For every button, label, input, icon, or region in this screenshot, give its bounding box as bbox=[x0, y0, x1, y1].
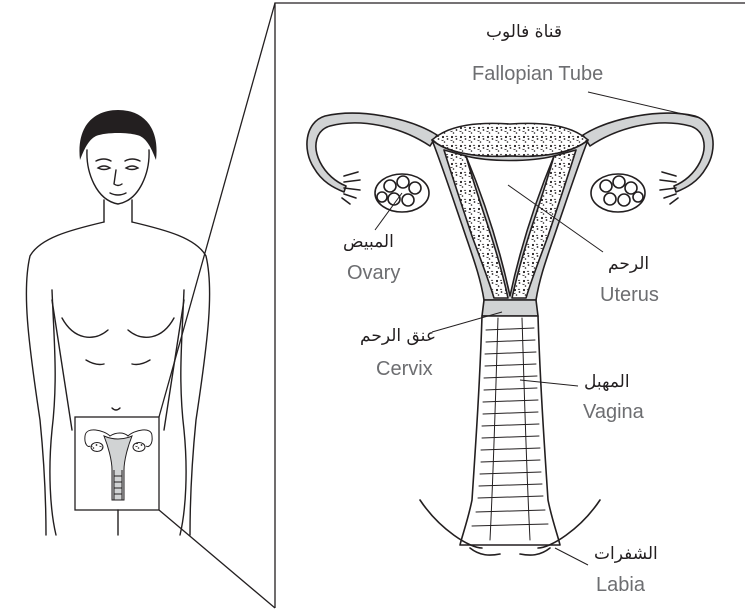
right-eyebrow bbox=[125, 159, 140, 161]
rib-line-left bbox=[86, 360, 104, 365]
nose bbox=[114, 170, 122, 186]
mini-organs bbox=[85, 430, 152, 500]
label-uterus-ar: الرحم bbox=[608, 254, 649, 274]
left-breast bbox=[62, 318, 108, 337]
mini-ovary-left bbox=[91, 443, 103, 452]
mouth bbox=[110, 193, 126, 195]
mini-tube-right-end bbox=[146, 436, 152, 447]
fimbriae-left bbox=[342, 172, 360, 204]
label-vagina-ar: المهبل bbox=[584, 372, 630, 392]
leader-labia bbox=[555, 548, 588, 565]
mini-tubes bbox=[85, 430, 152, 436]
rib-line-right bbox=[132, 360, 150, 365]
right-arm-outer bbox=[132, 222, 210, 535]
label-labia-ar: الشفرات bbox=[594, 544, 658, 564]
left-arm-outer bbox=[26, 222, 104, 535]
label-ovary-ar: المبيض bbox=[343, 232, 394, 252]
face bbox=[87, 150, 149, 204]
label-vagina-en: Vagina bbox=[583, 401, 644, 424]
label-cervix-en: Cervix bbox=[376, 358, 433, 381]
mini-uterus bbox=[104, 436, 132, 500]
label-cervix-ar: عنق الرحم bbox=[360, 326, 436, 346]
right-torso bbox=[180, 290, 186, 535]
mini-tube-left-end bbox=[85, 436, 90, 447]
right-breast bbox=[128, 318, 174, 337]
hair bbox=[79, 110, 156, 160]
zoom-connector-top bbox=[159, 3, 275, 417]
left-torso bbox=[50, 290, 56, 535]
label-fallopian-tube-ar: قناة فالوب bbox=[486, 22, 562, 42]
label-uterus-en: Uterus bbox=[600, 284, 659, 307]
mini-ovary-right bbox=[133, 443, 145, 452]
label-ovary-en: Ovary bbox=[347, 262, 400, 285]
left-eyebrow bbox=[96, 159, 111, 161]
label-fallopian-tube-en: Fallopian Tube bbox=[472, 63, 603, 86]
right-eye bbox=[126, 166, 138, 170]
navel bbox=[112, 408, 120, 410]
fimbriae-right bbox=[660, 172, 678, 204]
cervix bbox=[482, 300, 538, 316]
label-labia-en: Labia bbox=[596, 574, 645, 597]
zoom-connector-bottom bbox=[159, 510, 275, 608]
left-eye bbox=[98, 166, 110, 170]
ovary-right bbox=[591, 174, 645, 212]
